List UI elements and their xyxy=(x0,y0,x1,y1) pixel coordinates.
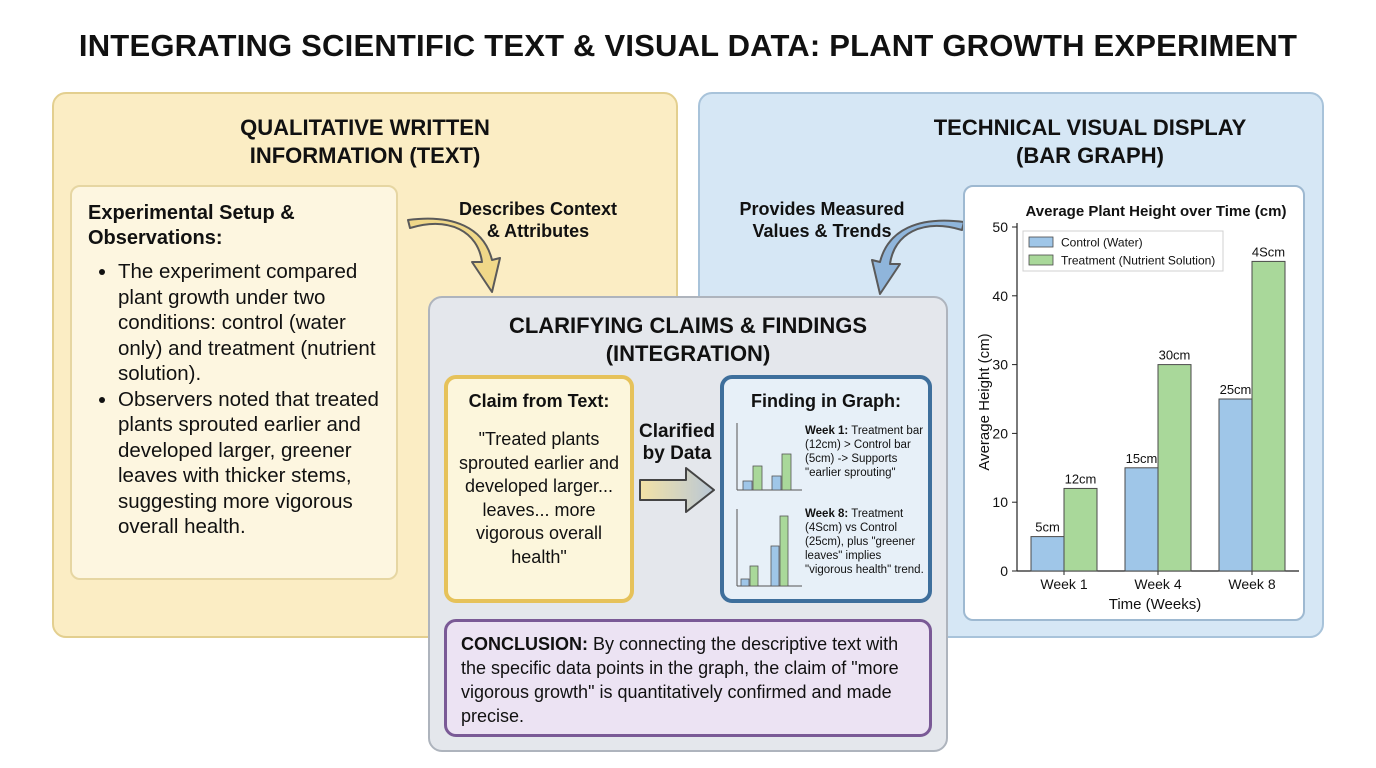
text-panel-title-line2: INFORMATION (TEXT) xyxy=(249,143,481,168)
text-panel-title: QUALITATIVE WRITTEN INFORMATION (TEXT) xyxy=(52,114,678,170)
finding-week8-note: Week 8: Treatment (4Scm) vs Control (25c… xyxy=(805,507,927,577)
curved-arrow-left-icon xyxy=(871,219,965,295)
clarified-by-data-label: Clarified by Data xyxy=(634,421,720,465)
chart-bar xyxy=(1157,364,1192,572)
chart-x-tick-label: Week 4 xyxy=(1134,576,1181,592)
bar-chart: Average Plant Height over Time (cm) Aver… xyxy=(976,203,1299,613)
chart-x-tick-label: Week 8 xyxy=(1228,576,1275,592)
chart-bar xyxy=(1124,467,1159,572)
finding-week1-note: Week 1: Treatment bar (12cm) > Control b… xyxy=(805,424,925,480)
setup-card-title-line1: Experimental Setup & xyxy=(88,202,295,224)
experimental-setup-card: Experimental Setup & Observations: The e… xyxy=(70,185,398,580)
bar-chart-card: Average Plant Height over Time (cm) Aver… xyxy=(963,185,1305,621)
integration-title-line2: (INTEGRATION) xyxy=(605,341,771,366)
claim-box: Claim from Text: "Treated plants sproute… xyxy=(444,375,634,603)
chart-y-tick-label: 40 xyxy=(992,288,1008,304)
integration-title-line1: CLARIFYING CLAIMS & FINDINGS xyxy=(508,313,868,338)
chart-legend-box xyxy=(1022,230,1224,272)
setup-card-title: Experimental Setup & Observations: xyxy=(88,201,384,251)
chart-y-tick-label: 20 xyxy=(992,425,1008,441)
integration-panel-title: CLARIFYING CLAIMS & FINDINGS (INTEGRATIO… xyxy=(428,312,948,368)
text-panel-title-line1: QUALITATIVE WRITTEN xyxy=(240,115,490,140)
chart-data-label: 30cm xyxy=(1159,348,1191,363)
chart-legend-label: Control (Water) xyxy=(1061,236,1143,250)
chart-bar xyxy=(1030,536,1065,572)
conclusion-box: CONCLUSION: By connecting the descriptiv… xyxy=(444,619,932,737)
visual-panel-title: TECHNICAL VISUAL DISPLAY (BAR GRAPH) xyxy=(850,114,1330,170)
chart-y-tick-label: 50 xyxy=(992,219,1008,235)
chart-y-tick-label: 0 xyxy=(1000,563,1008,579)
chart-data-label: 15cm xyxy=(1126,451,1158,466)
conclusion-label: CONCLUSION: xyxy=(461,634,588,654)
describes-context-label: Describes Context & Attributes xyxy=(448,198,628,242)
conclusion-text: By connecting the descriptive text with … xyxy=(461,634,899,726)
finding-week1-text: Treatment bar (12cm) > Control bar (5cm)… xyxy=(805,425,924,479)
finding-week8-text: Treatment (4Scm) vs Control (25cm), plus… xyxy=(805,508,924,576)
chart-bar xyxy=(1063,487,1098,572)
page-title: INTEGRATING SCIENTIFIC TEXT & VISUAL DAT… xyxy=(78,28,1298,63)
setup-card-title-line2: Observations: xyxy=(88,227,223,249)
chart-data-label: 25cm xyxy=(1220,382,1252,397)
visual-panel-title-line1: TECHNICAL VISUAL DISPLAY xyxy=(933,115,1247,140)
right-arrow-icon xyxy=(639,467,715,513)
chart-legend: Control (Water) Treatment (Nutrient Solut… xyxy=(1022,230,1224,272)
mini-bar-chart-icon xyxy=(736,509,802,587)
measured-values-line1: Provides Measured xyxy=(739,199,905,219)
observation-item: Observers noted that treated plants spro… xyxy=(118,387,384,540)
measured-values-label: Provides Measured Values & Trends xyxy=(722,198,922,242)
curved-arrow-right-icon xyxy=(407,217,501,293)
claim-title: Claim from Text: xyxy=(468,391,610,411)
clarified-line1: Clarified xyxy=(638,421,716,442)
mini-bar-chart-icon xyxy=(736,423,802,491)
describes-context-line2: & Attributes xyxy=(486,221,590,241)
chart-x-tick-label: Week 1 xyxy=(1040,576,1087,592)
chart-x-axis-label: Time (Weeks) xyxy=(1109,596,1202,613)
finding-week1-label: Week 1: xyxy=(805,425,849,437)
chart-legend-swatch xyxy=(1028,236,1054,248)
chart-y-tick-label: 30 xyxy=(992,357,1008,373)
chart-data-label: 4Scm xyxy=(1252,244,1285,259)
observation-item: The experiment compared plant growth und… xyxy=(118,259,384,387)
observation-list: The experiment compared plant growth und… xyxy=(88,259,384,540)
chart-y-axis-label: Average Height (cm) xyxy=(976,333,993,470)
chart-data-label: 12cm xyxy=(1065,471,1097,486)
chart-legend-label: Treatment (Nutrient Solution) xyxy=(1061,254,1215,268)
chart-y-tick-label: 10 xyxy=(992,494,1008,510)
chart-bars: 5cm 12cm 15cm 30cm 25cm 4Scm xyxy=(1030,244,1286,572)
describes-context-line1: Describes Context xyxy=(458,199,618,219)
finding-title: Finding in Graph: xyxy=(751,391,901,411)
clarified-line2: by Data xyxy=(642,443,712,464)
finding-week8-label: Week 8: xyxy=(805,508,849,520)
chart-data-label: 5cm xyxy=(1035,520,1060,535)
chart-bar xyxy=(1218,398,1253,572)
chart-title: Average Plant Height over Time (cm) xyxy=(1026,203,1287,220)
claim-quote: "Treated plants sprouted earlier and dev… xyxy=(458,429,620,567)
visual-panel-title-line2: (BAR GRAPH) xyxy=(1016,143,1164,168)
chart-bar xyxy=(1251,260,1286,572)
measured-values-line2: Values & Trends xyxy=(752,221,892,241)
chart-legend-swatch xyxy=(1028,254,1054,266)
